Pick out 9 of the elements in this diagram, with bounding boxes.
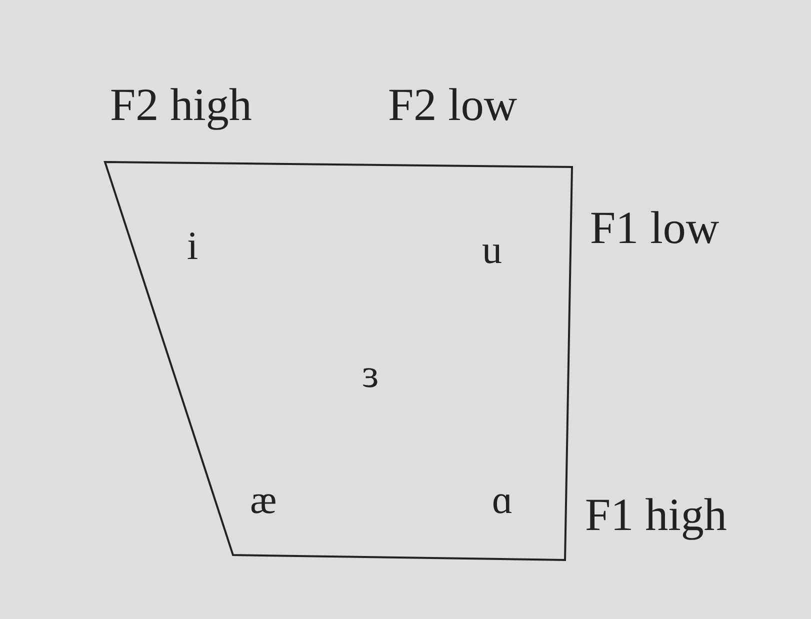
vowel-symbol: i [187,226,198,266]
vowel-symbol: u [482,230,502,270]
vowel-symbol: ɑ [492,480,513,520]
vowel-symbol: æ [250,480,277,520]
axis-label: F2 high [110,82,252,128]
axis-label: F1 low [590,205,720,251]
vowel-symbol: ɜ [362,354,379,394]
axis-label: F2 low [388,82,518,128]
axis-label: F1 high [585,492,727,538]
